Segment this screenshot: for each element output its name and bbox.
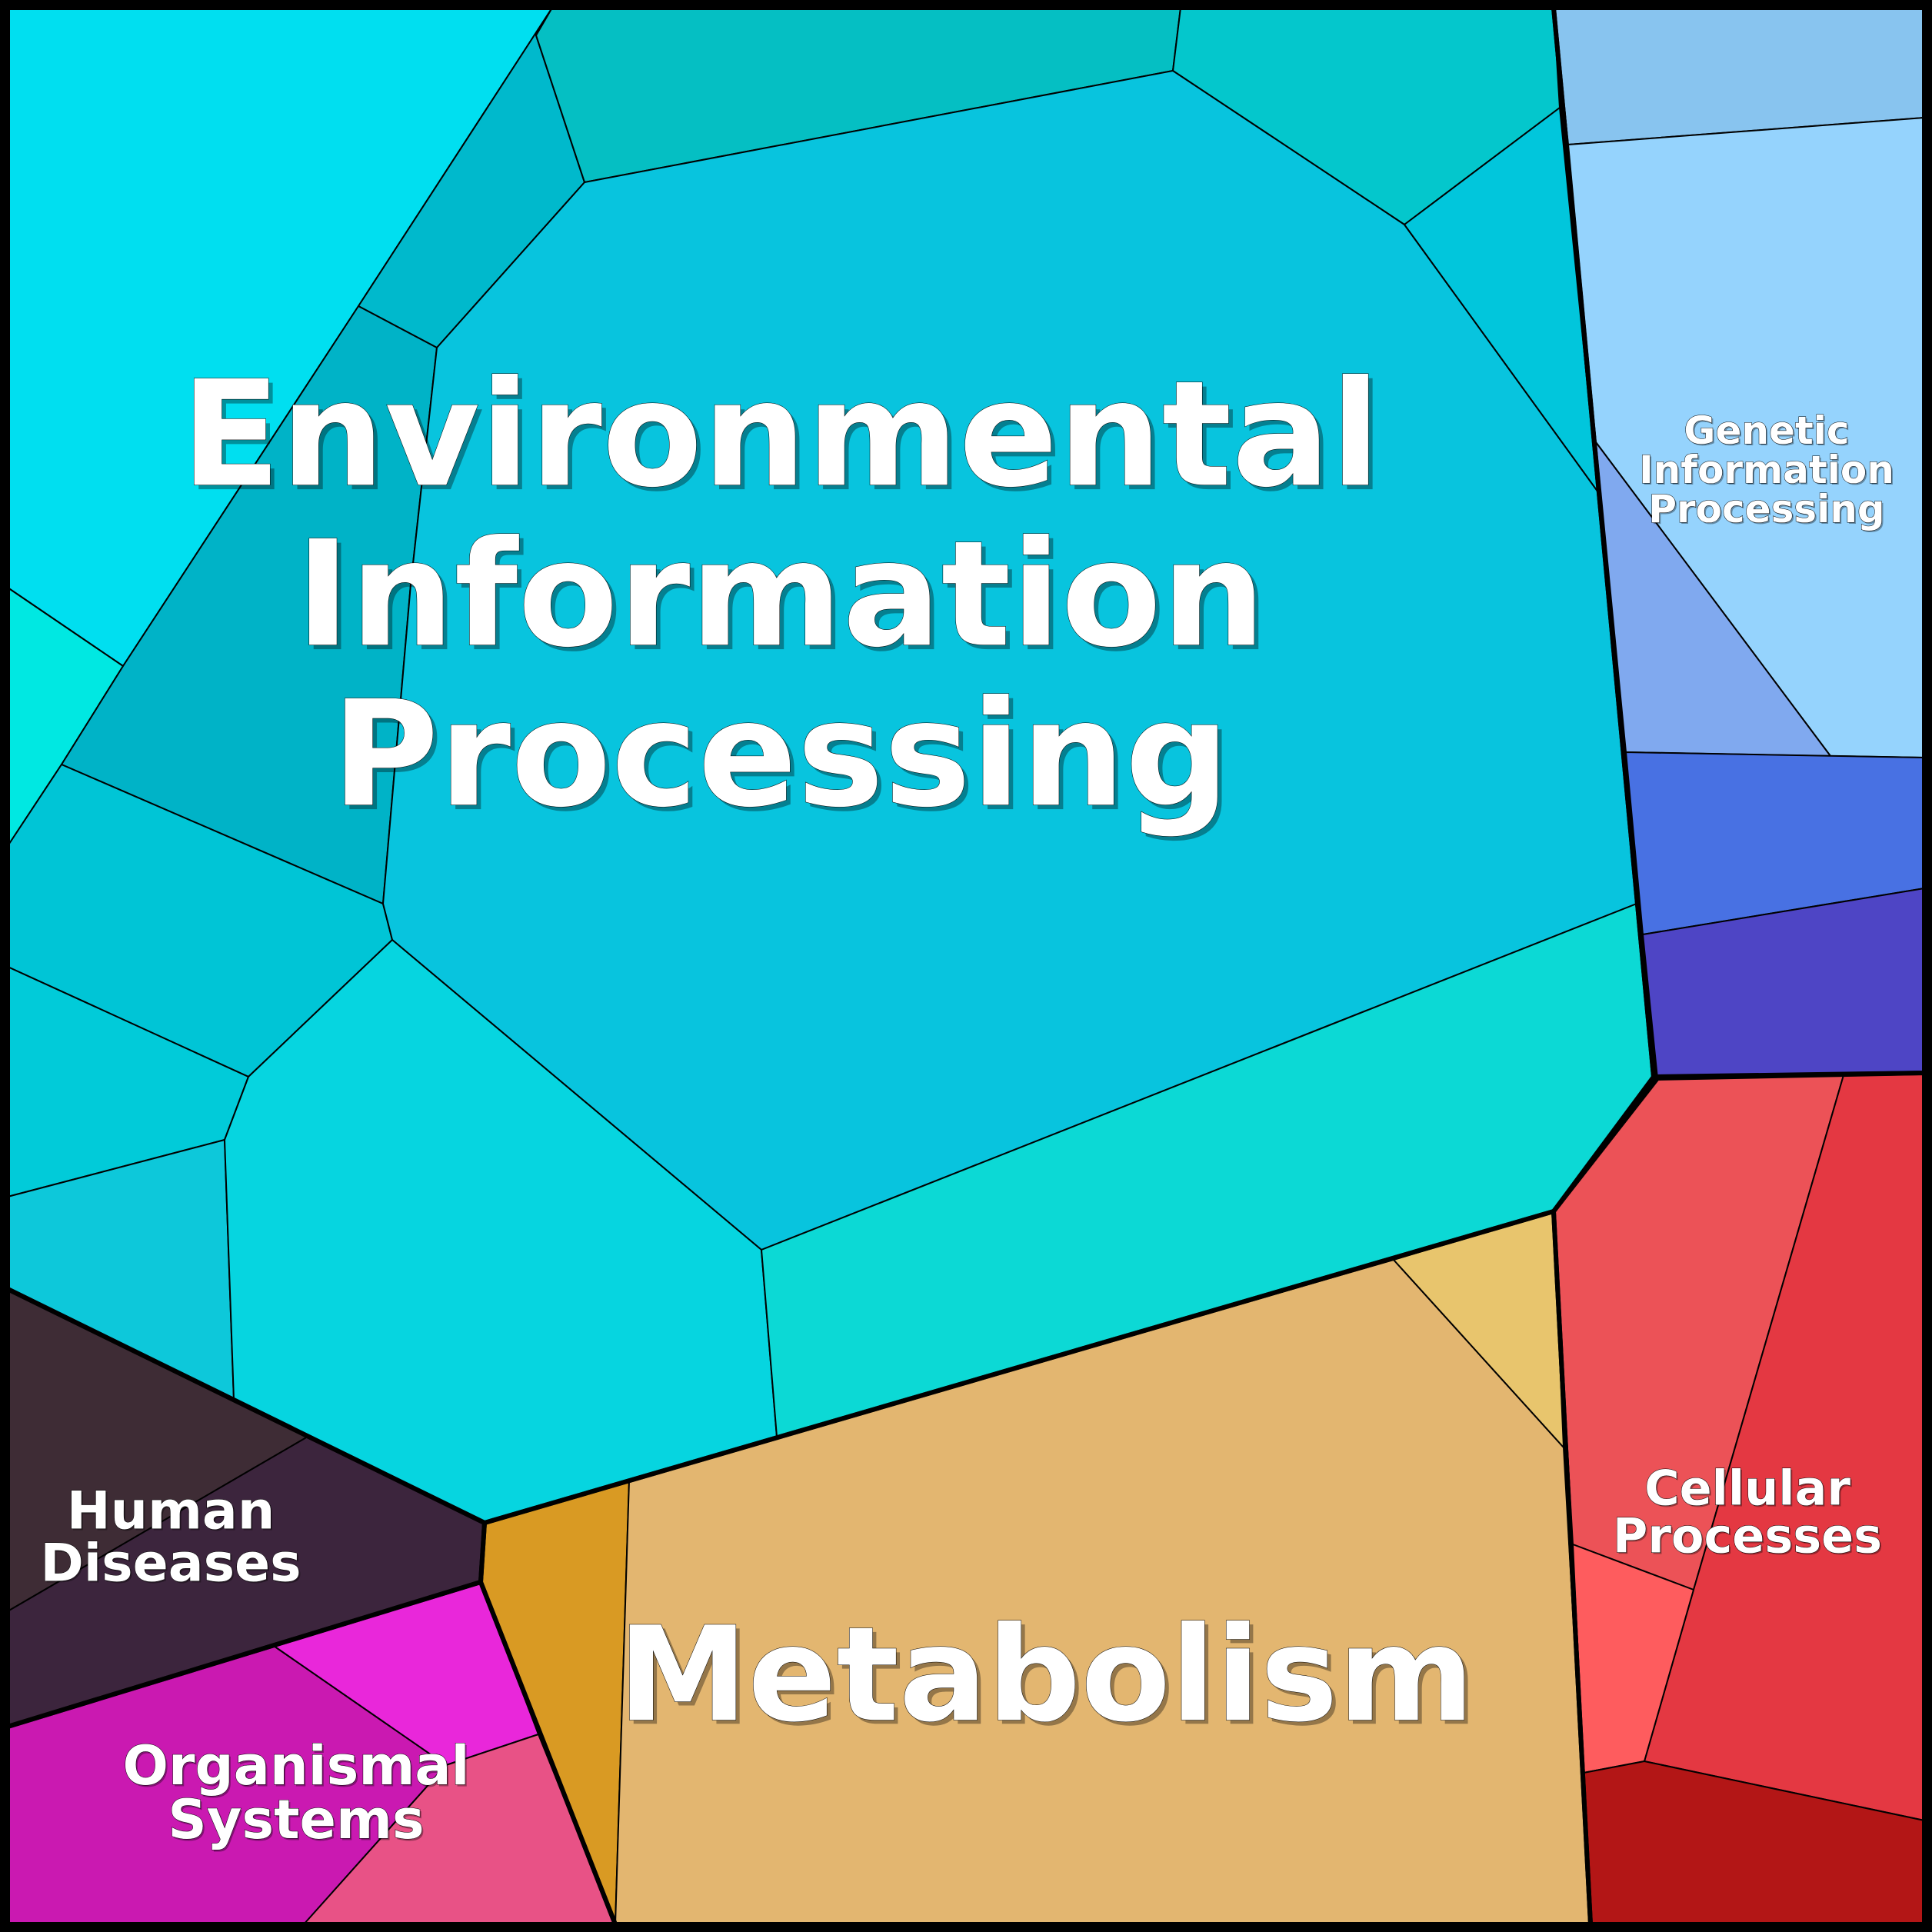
label-shadow: Processing [336, 674, 1234, 844]
group-label-line: Processes [1613, 1507, 1882, 1564]
label-shadow: Human [68, 1483, 276, 1544]
group-metabolism [480, 1211, 1591, 1925]
label-shadow: Cellular [1646, 1461, 1852, 1517]
group-label-line: Processing [1648, 487, 1884, 531]
label-shadow: Processing [1650, 488, 1886, 533]
group-cellular-processes [1553, 1072, 1925, 1925]
group-organismal-systems [7, 1581, 616, 1925]
group-genetic-information-processing [1553, 7, 1925, 1079]
label-shadow: Metabolism [621, 1603, 1478, 1755]
labels-layer: EnvironmentalEnvironmentalInformationInf… [40, 349, 1896, 1853]
group-label-line: Human [67, 1481, 275, 1541]
group-label-line: Information [1639, 448, 1894, 492]
group-label-line: Metabolism [618, 1599, 1474, 1751]
label-shadow: Genetic [1685, 410, 1850, 455]
group-label-line: Environmental [181, 349, 1381, 519]
label-shadow: Diseases [42, 1535, 302, 1596]
group-label-line: Organismal [122, 1734, 469, 1797]
label-shadow: Systems [169, 1790, 425, 1853]
group-label-line: Information [296, 509, 1266, 679]
label-shadow: Information [300, 514, 1270, 684]
label-shadow: Organismal [125, 1736, 471, 1799]
group-label-line: Genetic [1684, 408, 1849, 453]
group-label-line: Processing [331, 669, 1230, 839]
label-shadow: Environmental [185, 354, 1385, 524]
group-label-genetic-information-processing: GeneticGeneticInformationInformationProc… [1639, 408, 1896, 534]
label-shadow: Processes [1614, 1509, 1884, 1565]
group-label-environmental-information-processing: EnvironmentalEnvironmentalInformationInf… [181, 349, 1385, 844]
cells-layer [7, 7, 1925, 1925]
group-label-line: Diseases [40, 1533, 301, 1594]
group-environmental-information-processing [7, 7, 1654, 1524]
group-label-line: Systems [168, 1788, 424, 1851]
label-shadow: Information [1641, 449, 1896, 494]
group-label-line: Cellular [1644, 1460, 1850, 1516]
